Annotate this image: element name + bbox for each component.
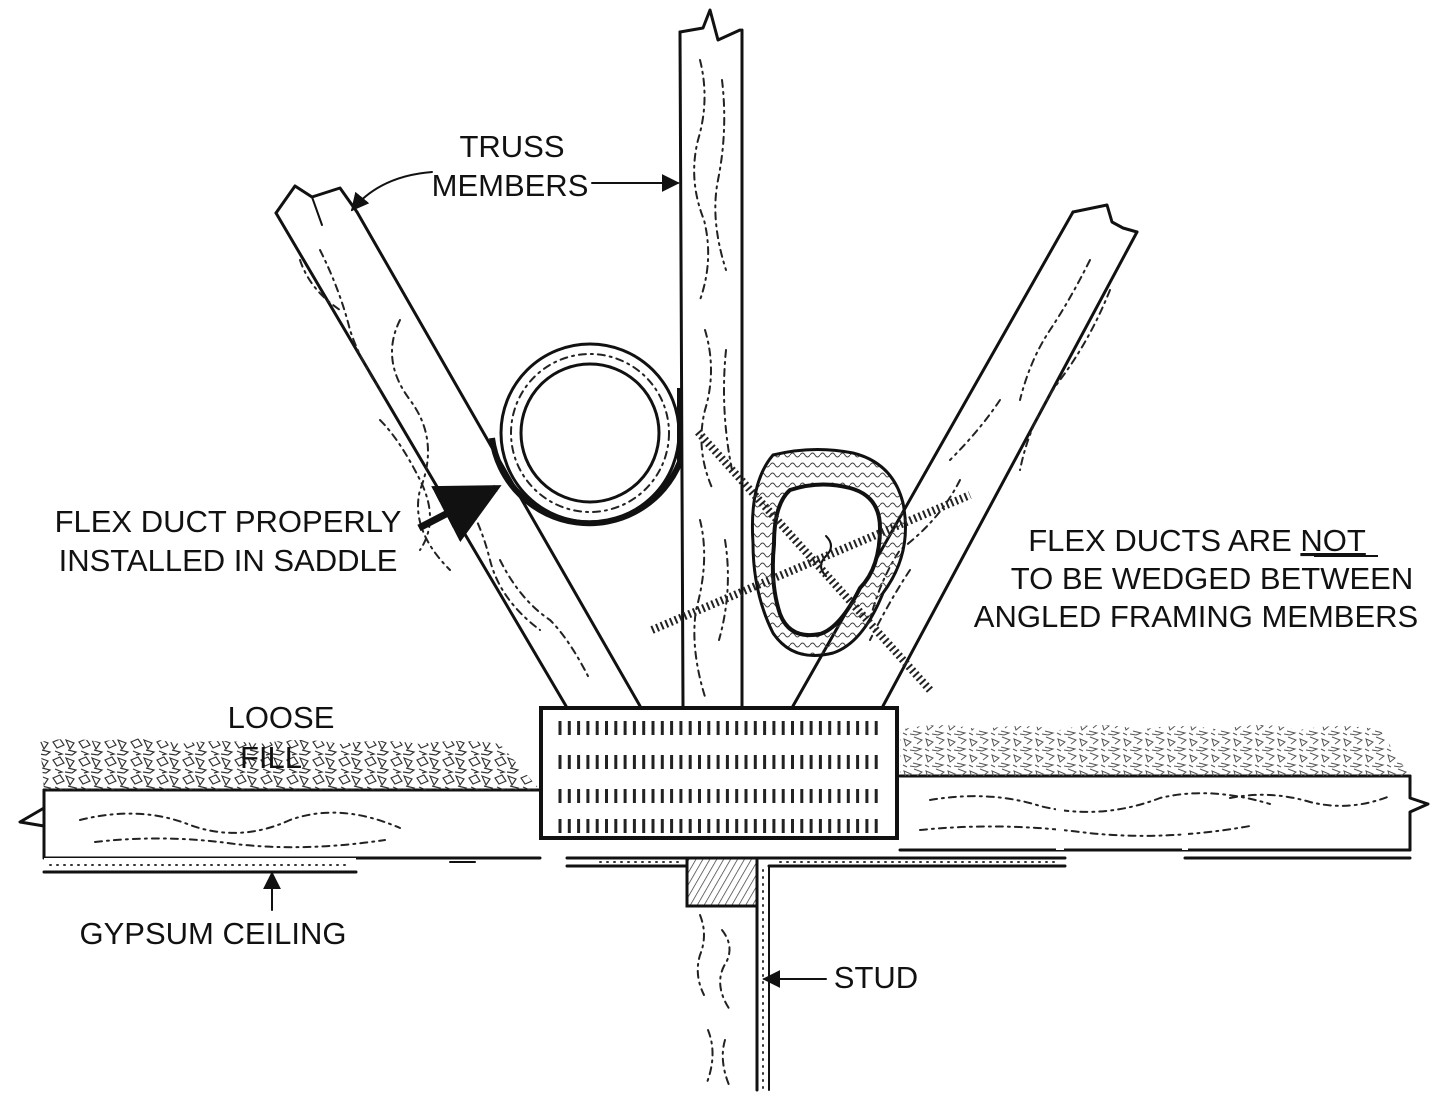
truss-member-center	[678, 8, 744, 708]
stud-label: STUD	[834, 960, 918, 995]
flex-bad-label-line2: TO BE WEDGED BETWEEN	[1011, 561, 1413, 596]
gypsum-ceiling-label: GYPSUM CEILING	[80, 916, 347, 951]
truss-label-line1: TRUSS	[459, 129, 564, 164]
loose-fill-label-line1: LOOSE	[228, 700, 335, 735]
truss-member-left	[274, 184, 642, 708]
truss-arrow-left	[350, 171, 433, 212]
saddle-arrow	[417, 484, 502, 543]
loose-fill-insulation	[40, 725, 1410, 790]
flex-duct-wedged	[650, 429, 972, 693]
gypsum-ceiling	[42, 856, 1412, 874]
flex-duct-saddle	[489, 342, 683, 527]
truss-label-line2: MEMBERS	[432, 168, 589, 203]
flex-bad-label-line3: ANGLED FRAMING MEMBERS	[974, 599, 1418, 634]
flex-ok-label-line1: FLEX DUCT PROPERLY	[55, 504, 402, 539]
truss-plate	[539, 706, 899, 840]
labels: TRUSS MEMBERS FLEX DUCT PROPERLY INSTALL…	[55, 129, 1419, 995]
flex-bad-prefix: FLEX DUCTS ARE	[1028, 523, 1300, 558]
top-plate	[685, 856, 759, 908]
loose-fill-label-line2: FILL	[240, 740, 302, 775]
flex-bad-label-line1: FLEX DUCTS ARE NOT	[1028, 523, 1366, 558]
flex-bad-emphasis: NOT	[1300, 523, 1366, 558]
leader-lines	[263, 171, 827, 988]
flex-ok-label-line2: INSTALLED IN SADDLE	[59, 543, 398, 578]
